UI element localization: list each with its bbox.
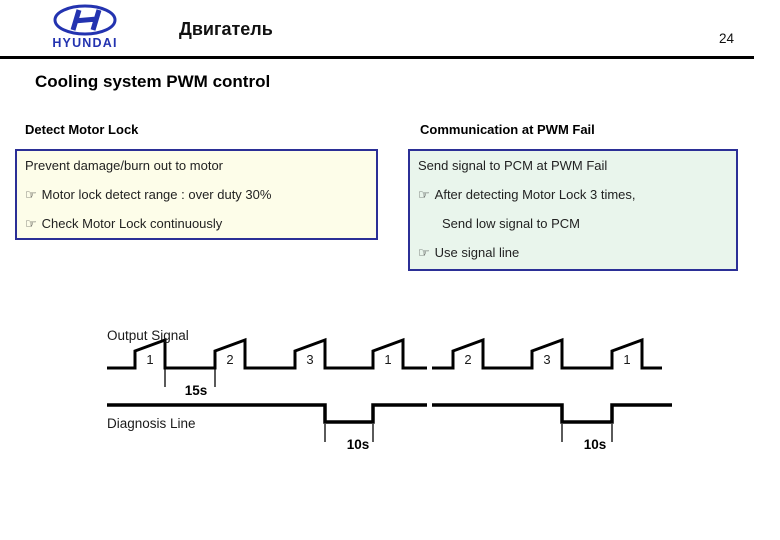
diagnosis-low-duration-label: 10s [347, 437, 370, 452]
panel-line: Prevent damage/burn out to motor [25, 151, 368, 180]
page-title: Двигатель [179, 19, 273, 39]
pointer-icon: ☞ [418, 188, 430, 203]
panel-line: Send signal to PCM at PWM Fail [418, 151, 728, 180]
pulse-number: 1 [623, 352, 630, 367]
panel-line-text: Prevent damage/burn out to motor [25, 158, 224, 173]
diagnosis-low-duration-label: 10s [584, 437, 607, 452]
brand-text: HYUNDAI [52, 36, 117, 50]
output-signal-wave-group1 [107, 337, 427, 370]
right-section-heading: Communication at PWM Fail [420, 122, 595, 137]
panel-line-text: Motor lock detect range : over duty 30% [41, 187, 272, 202]
pulse-number: 3 [306, 352, 313, 367]
panel-line: Send low signal to PCM [418, 209, 728, 238]
pulse-number: 1 [384, 352, 391, 367]
hyundai-logo-svg: HYUNDAI [52, 4, 117, 50]
diagnosis-line-label: Diagnosis Line [107, 416, 196, 431]
panel-line-text: Use signal line [434, 245, 520, 260]
hyundai-logo-icon: HYUNDAI [36, 3, 132, 51]
panel-line: ☞ Motor lock detect range : over duty 30% [25, 180, 368, 209]
page-number: 24 [719, 31, 735, 46]
panel-line: ☞ Use signal line [418, 238, 728, 267]
detect-motor-lock-panel: Prevent damage/burn out to motor ☞ Motor … [15, 149, 378, 240]
diagnosis-line-wave-group2 [432, 403, 672, 424]
panel-line-text: Check Motor Lock continuously [41, 216, 223, 231]
pulse-number: 3 [543, 352, 550, 367]
pointer-icon: ☞ [25, 188, 37, 203]
pointer-icon: ☞ [418, 246, 430, 261]
panel-line-text: Send signal to PCM at PWM Fail [418, 158, 608, 173]
logo-oval [53, 4, 117, 36]
communication-pwm-fail-panel: Send signal to PCM at PWM Fail ☞ After de… [408, 149, 738, 271]
panel-line-text: Send low signal to PCM [442, 216, 581, 231]
panel-line: ☞ Check Motor Lock continuously [25, 209, 368, 238]
panel-line-text: After detecting Motor Lock 3 times, [434, 187, 636, 202]
pointer-icon: ☞ [25, 217, 37, 232]
pulse-number: 1 [146, 352, 153, 367]
panel-line: ☞ After detecting Motor Lock 3 times, [418, 180, 728, 209]
pulse-number: 2 [226, 352, 233, 367]
slide-heading: Cooling system PWM control [35, 72, 271, 91]
pulse-gap-duration-label: 15s [185, 383, 208, 398]
pulse-number: 2 [464, 352, 471, 367]
diagnosis-line-wave-group1 [107, 403, 427, 424]
logo-h-glyph [70, 9, 102, 31]
header-divider [0, 56, 754, 59]
output-signal-wave-group2 [432, 337, 662, 370]
left-section-heading: Detect Motor Lock [25, 122, 139, 137]
output-signal-label: Output Signal [107, 328, 189, 343]
